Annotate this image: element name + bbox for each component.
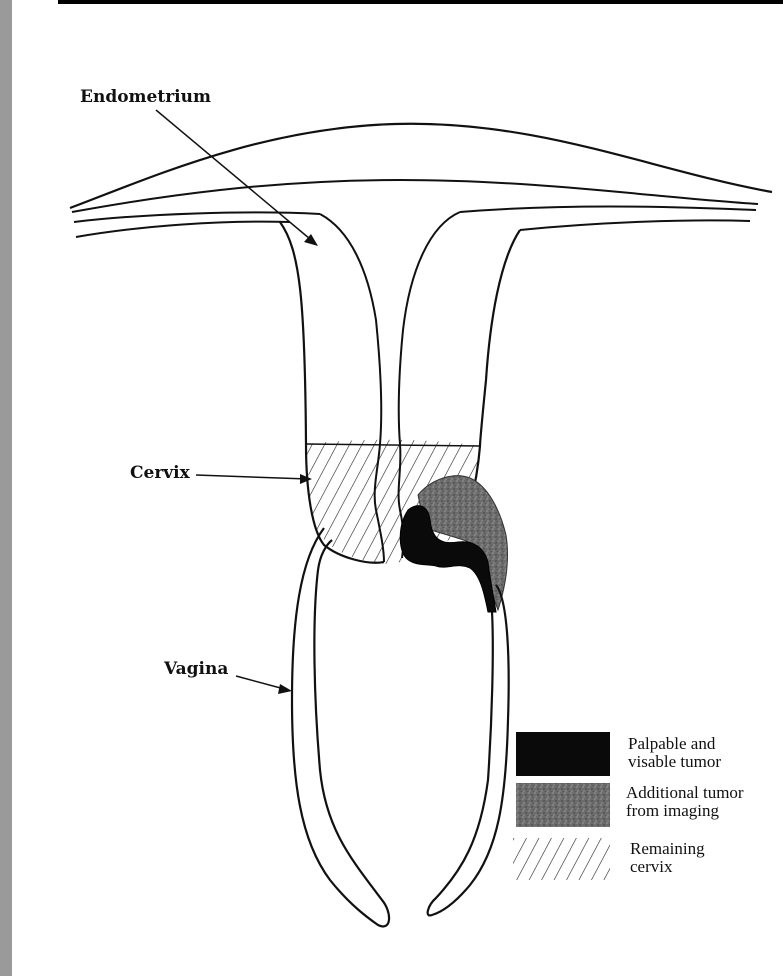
vagina-left-outer xyxy=(292,528,389,926)
right-arm-line xyxy=(460,207,756,213)
legend-remaining-text-2: cervix xyxy=(630,858,672,876)
uterus-right-outer xyxy=(470,230,520,505)
legend-palpable-text-2: visable tumor xyxy=(628,753,721,771)
endometrium-label: Endometrium xyxy=(80,88,211,107)
right-arm-line-lower xyxy=(520,220,750,230)
legend-imaging-swatch xyxy=(516,783,610,827)
cervix-label: Cervix xyxy=(130,464,190,483)
legend-palpable-text-1: Palpable and xyxy=(628,735,715,753)
left-arm-line-lower xyxy=(76,222,290,237)
legend-imaging-text-2: from imaging xyxy=(626,802,719,820)
vagina-arrow-head xyxy=(278,684,292,694)
legend-remaining-text-1: Remaining xyxy=(630,840,705,858)
vagina-right-outer xyxy=(428,585,509,915)
legend-imaging-text-1: Additional tumor xyxy=(626,784,744,802)
cervix-arrow-line xyxy=(196,475,308,479)
legend-palpable-swatch xyxy=(516,732,610,776)
vagina-label: Vagina xyxy=(164,660,228,679)
legend-remaining-swatch xyxy=(513,838,610,880)
